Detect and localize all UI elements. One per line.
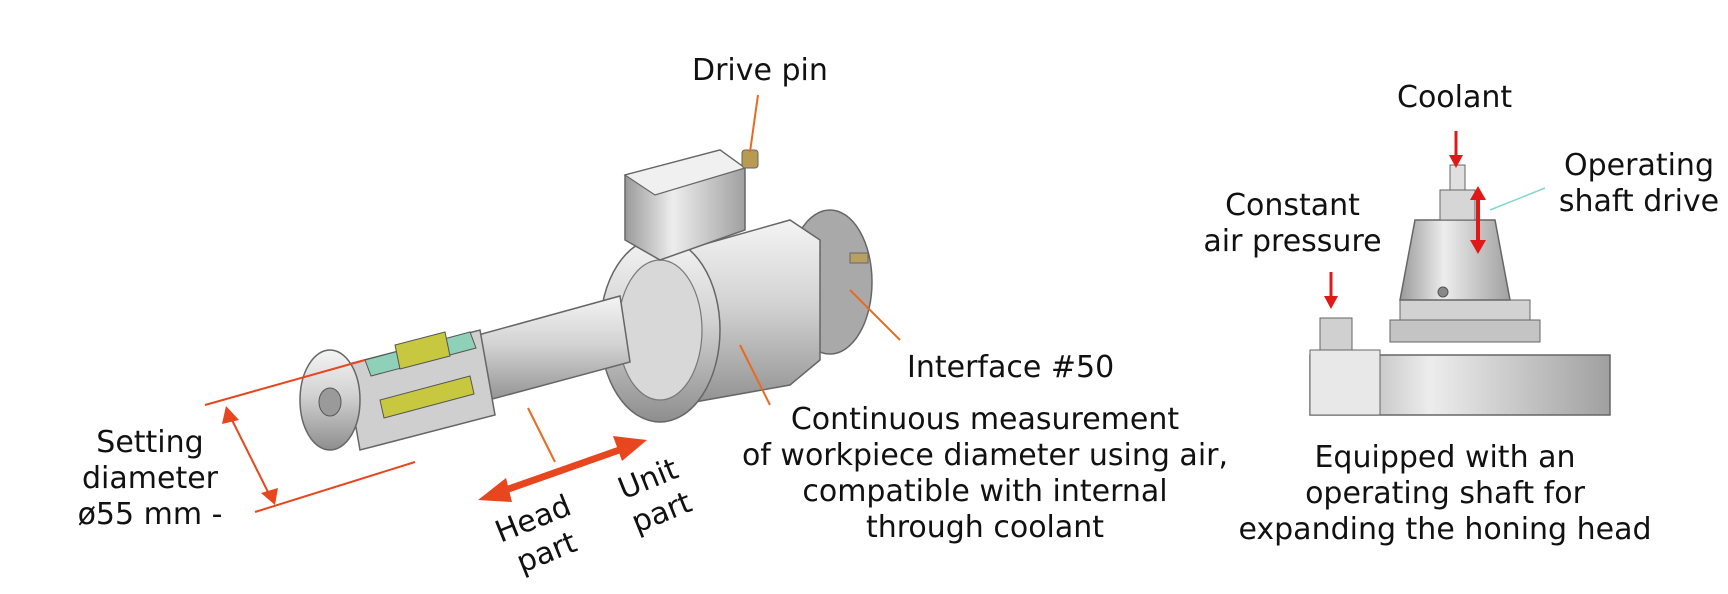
- interface-label: Interface #50: [907, 350, 1115, 385]
- dimension-arrow-head-bottom: [261, 488, 278, 505]
- flange-face: [617, 259, 703, 401]
- operating-shaft-line-1: Operating: [1564, 148, 1714, 183]
- holder-flange: [1389, 319, 1541, 343]
- head-unit-arrow-shaft: [498, 444, 627, 496]
- dimension-line-bottom: [254, 461, 416, 513]
- setting-diameter-label: Setting diameter ø55 mm -: [70, 425, 230, 533]
- constant-air-line-1: Constant: [1225, 188, 1360, 223]
- holder-flange-top: [1399, 299, 1531, 321]
- tool-body: [299, 149, 873, 451]
- holder-screw: [1437, 286, 1449, 298]
- rear-pin: [849, 252, 869, 264]
- holder-taper: [1399, 219, 1511, 301]
- equipped-line-2: operating shaft for: [1305, 476, 1585, 511]
- equipped-label: Equipped with an operating shaft for exp…: [1225, 440, 1665, 548]
- air-fitting: [1319, 317, 1353, 351]
- constant-air-label: Constant air pressure: [1190, 188, 1395, 260]
- shaft-drive-leader: [1489, 187, 1546, 211]
- equipped-line-3: expanding the honing head: [1238, 512, 1652, 547]
- coolant-stud: [1449, 164, 1466, 191]
- holder-inset: [1309, 164, 1611, 416]
- operating-shaft-label: Operating shaft drive: [1554, 148, 1724, 220]
- measurement-line-3: compatible with internal: [802, 474, 1168, 509]
- constant-air-line-2: air pressure: [1203, 224, 1382, 259]
- head-unit-leader: [527, 407, 556, 463]
- operating-shaft-line-2: shaft drive: [1558, 184, 1720, 219]
- shaft-drive-arrow-up: [1470, 186, 1486, 200]
- equipped-line-1: Equipped with an: [1314, 440, 1576, 475]
- unit-arrow-head: [613, 436, 647, 461]
- shaft-drive-arrow-down: [1470, 240, 1486, 254]
- measurement-label: Continuous measurement of workpiece diam…: [735, 402, 1235, 546]
- measurement-line-1: Continuous measurement: [790, 402, 1180, 437]
- dimension-arrow-head-top: [222, 406, 239, 424]
- head-yellow-stone: [379, 375, 475, 419]
- drive-pin-leader: [749, 94, 759, 153]
- measurement-line-2: of workpiece diameter using air,: [741, 438, 1229, 473]
- coolant-label: Coolant: [1397, 80, 1513, 115]
- air-block: [1309, 349, 1381, 416]
- dimension-arrow-shaft: [227, 411, 273, 501]
- nose-bore: [318, 387, 342, 417]
- air-arrow-head: [1324, 296, 1338, 309]
- head-yellow-stone-top: [394, 331, 451, 370]
- setting-line-2: diameter: [82, 461, 218, 496]
- setting-line-1: Setting: [96, 425, 204, 460]
- measurement-line-4: through coolant: [865, 510, 1105, 545]
- dimension-line-top: [204, 359, 366, 406]
- measurement-leader: [739, 344, 771, 406]
- setting-line-3: ø55 mm -: [77, 497, 223, 532]
- holder-neck: [1439, 189, 1476, 221]
- drive-pin: [741, 149, 759, 169]
- drive-pin-label: Drive pin: [692, 53, 828, 88]
- interface-leader: [849, 289, 901, 341]
- head-arrow-head: [478, 478, 512, 502]
- coolant-arrow-head: [1449, 155, 1463, 168]
